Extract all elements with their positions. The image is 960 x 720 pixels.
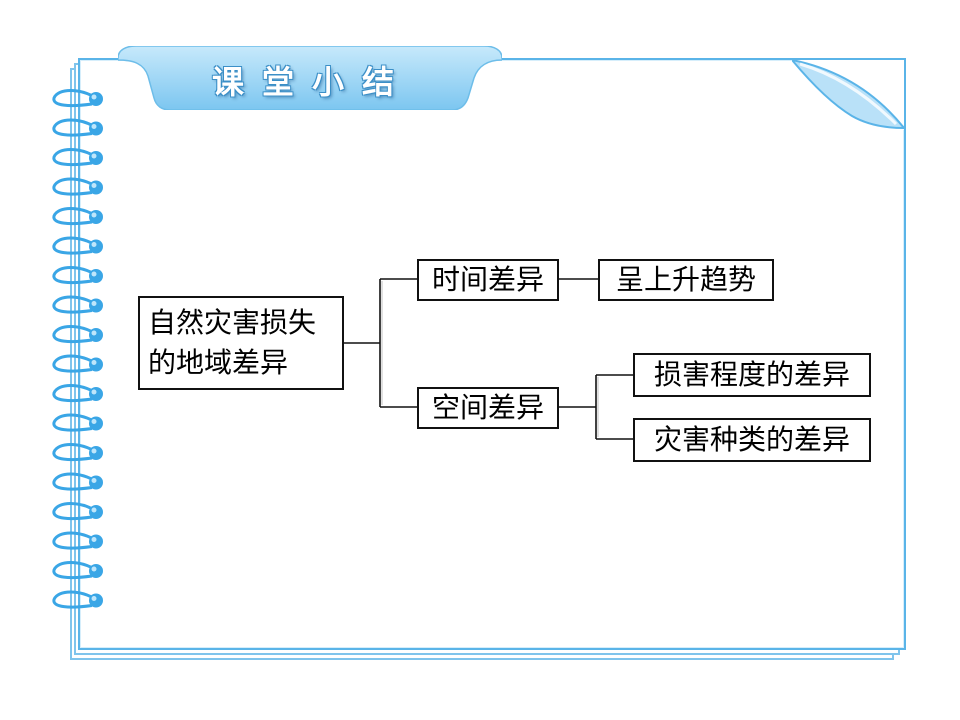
- spiral-hole-shine: [91, 389, 97, 395]
- disaster-type-label: 灾害种类的差异: [653, 423, 850, 456]
- spiral-hole-shine: [91, 596, 97, 601]
- spiral-hole-shine: [91, 419, 97, 424]
- spiral-ring: [52, 561, 97, 580]
- spiral-hole-shine: [91, 153, 97, 159]
- spiral-ring: [52, 266, 97, 285]
- spiral-hole-shine: [91, 330, 97, 336]
- spiral-ring: [52, 177, 97, 196]
- root-node: 自然灾害损失 的地域差异: [138, 296, 344, 390]
- spiral-ring: [52, 325, 97, 344]
- time-difference-node: 时间差异: [417, 259, 559, 301]
- header-tab: 课堂小结: [118, 46, 502, 110]
- space-difference-label: 空间差异: [431, 391, 544, 424]
- spiral-hole-shine: [91, 301, 97, 306]
- spiral-ring: [52, 384, 97, 403]
- damage-degree-node: 损害程度的差异: [633, 353, 871, 397]
- spiral-ring: [52, 236, 97, 255]
- root-node-line2: 的地域差异: [148, 346, 289, 379]
- spiral-ring: [52, 207, 97, 226]
- spiral-hole-shine: [91, 271, 97, 277]
- spiral-hole-shine: [91, 360, 97, 365]
- spiral-hole-shine: [91, 507, 97, 513]
- page-curl-icon: [792, 58, 904, 130]
- root-node-line1: 自然灾害损失: [148, 306, 317, 339]
- spiral-hole-shine: [91, 124, 97, 129]
- spiral-ring: [52, 413, 97, 432]
- space-difference-node: 空间差异: [417, 387, 559, 429]
- spiral-ring: [52, 472, 97, 491]
- spiral-ring: [52, 295, 97, 314]
- spiral-ring: [52, 89, 97, 108]
- spiral-hole-shine: [91, 183, 97, 188]
- spiral-hole-shine: [91, 94, 97, 100]
- spiral-ring: [52, 502, 97, 521]
- spiral-ring: [52, 590, 97, 609]
- spiral-hole-shine: [91, 537, 97, 542]
- damage-degree-label: 损害程度的差异: [653, 358, 850, 391]
- spiral-ring: [52, 531, 97, 550]
- spiral-hole-shine: [91, 212, 97, 218]
- disaster-type-node: 灾害种类的差异: [633, 418, 871, 462]
- spiral-ring: [52, 354, 97, 373]
- rising-trend-label: 呈上升趋势: [615, 263, 756, 296]
- spiral-binding-icon: [52, 89, 103, 609]
- rising-trend-node: 呈上升趋势: [598, 259, 774, 301]
- page-title: 课堂小结: [211, 63, 412, 101]
- spiral-hole-shine: [91, 242, 97, 247]
- spiral-hole-shine: [91, 478, 97, 483]
- spiral-ring: [52, 443, 97, 462]
- spiral-ring: [52, 148, 97, 167]
- time-difference-label: 时间差异: [431, 263, 544, 296]
- spiral-hole-shine: [91, 566, 97, 572]
- spiral-hole-shine: [91, 448, 97, 454]
- spiral-ring: [52, 118, 97, 137]
